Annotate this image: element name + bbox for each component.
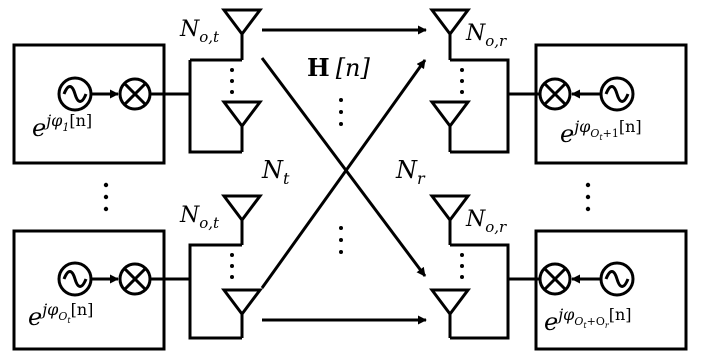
vertical-ellipsis	[460, 68, 464, 94]
rx-unit-top: No,r ejφOt+1[n]	[429, 8, 688, 165]
antenna-icon	[429, 8, 471, 60]
oscillator-icon	[57, 261, 93, 297]
oscillator-icon	[599, 76, 635, 112]
vertical-ellipsis	[339, 226, 343, 254]
vertical-ellipsis	[585, 182, 591, 212]
antenna-icon	[429, 194, 471, 245]
channel-label: H[n]	[307, 53, 371, 82]
mixer-icon	[538, 262, 572, 296]
rx-rf-chain-box-top	[534, 43, 688, 165]
vertical-ellipsis	[230, 68, 234, 94]
vertical-ellipsis	[230, 253, 234, 279]
link-cross-down	[260, 57, 427, 277]
tx-unit-bottom: No,t ejφOt[n]	[12, 194, 263, 351]
mixer-icon	[538, 77, 572, 111]
link-cross-up	[260, 59, 427, 289]
antenna-icon	[221, 288, 263, 338]
vertical-ellipsis	[103, 182, 109, 212]
tx-unit-top: No,t ejφ1[n]	[12, 8, 263, 165]
tx-rf-chain-box-bottom	[12, 229, 166, 351]
antenna-icon	[429, 100, 471, 152]
rx-rf-chain-box-bottom	[534, 229, 688, 351]
tx-antenna-label-bottom: No,t	[179, 203, 220, 232]
rx-antenna-label-top: No,r	[465, 21, 507, 50]
tx-phase-label-top: ejφ1[n]	[32, 111, 92, 142]
rx-antenna-label-bottom: No,r	[465, 207, 507, 236]
vertical-ellipsis	[460, 253, 464, 279]
oscillator-icon	[57, 76, 93, 112]
channel-links	[260, 25, 427, 325]
antenna-icon	[429, 288, 471, 338]
mixer-icon	[118, 77, 152, 111]
mixer-icon	[118, 262, 152, 296]
oscillator-icon	[599, 261, 635, 297]
antenna-icon	[221, 194, 263, 245]
tx-rf-chain-box-top	[12, 43, 166, 165]
rx-unit-bottom: No,r ejφOt+Or[n]	[429, 194, 688, 351]
tx-group-label: Nt	[261, 156, 290, 188]
antenna-icon	[221, 100, 263, 152]
tx-phase-label-bottom: ejφOt[n]	[28, 300, 93, 331]
rx-phase-label-top: ejφOt+1[n]	[560, 117, 642, 148]
rx-phase-label-bottom: ejφOt+Or[n]	[544, 305, 632, 336]
vertical-ellipsis	[339, 98, 343, 126]
rx-group-label: Nr	[395, 156, 426, 188]
tx-antenna-label-top: No,t	[179, 17, 220, 46]
antenna-icon	[221, 8, 263, 60]
